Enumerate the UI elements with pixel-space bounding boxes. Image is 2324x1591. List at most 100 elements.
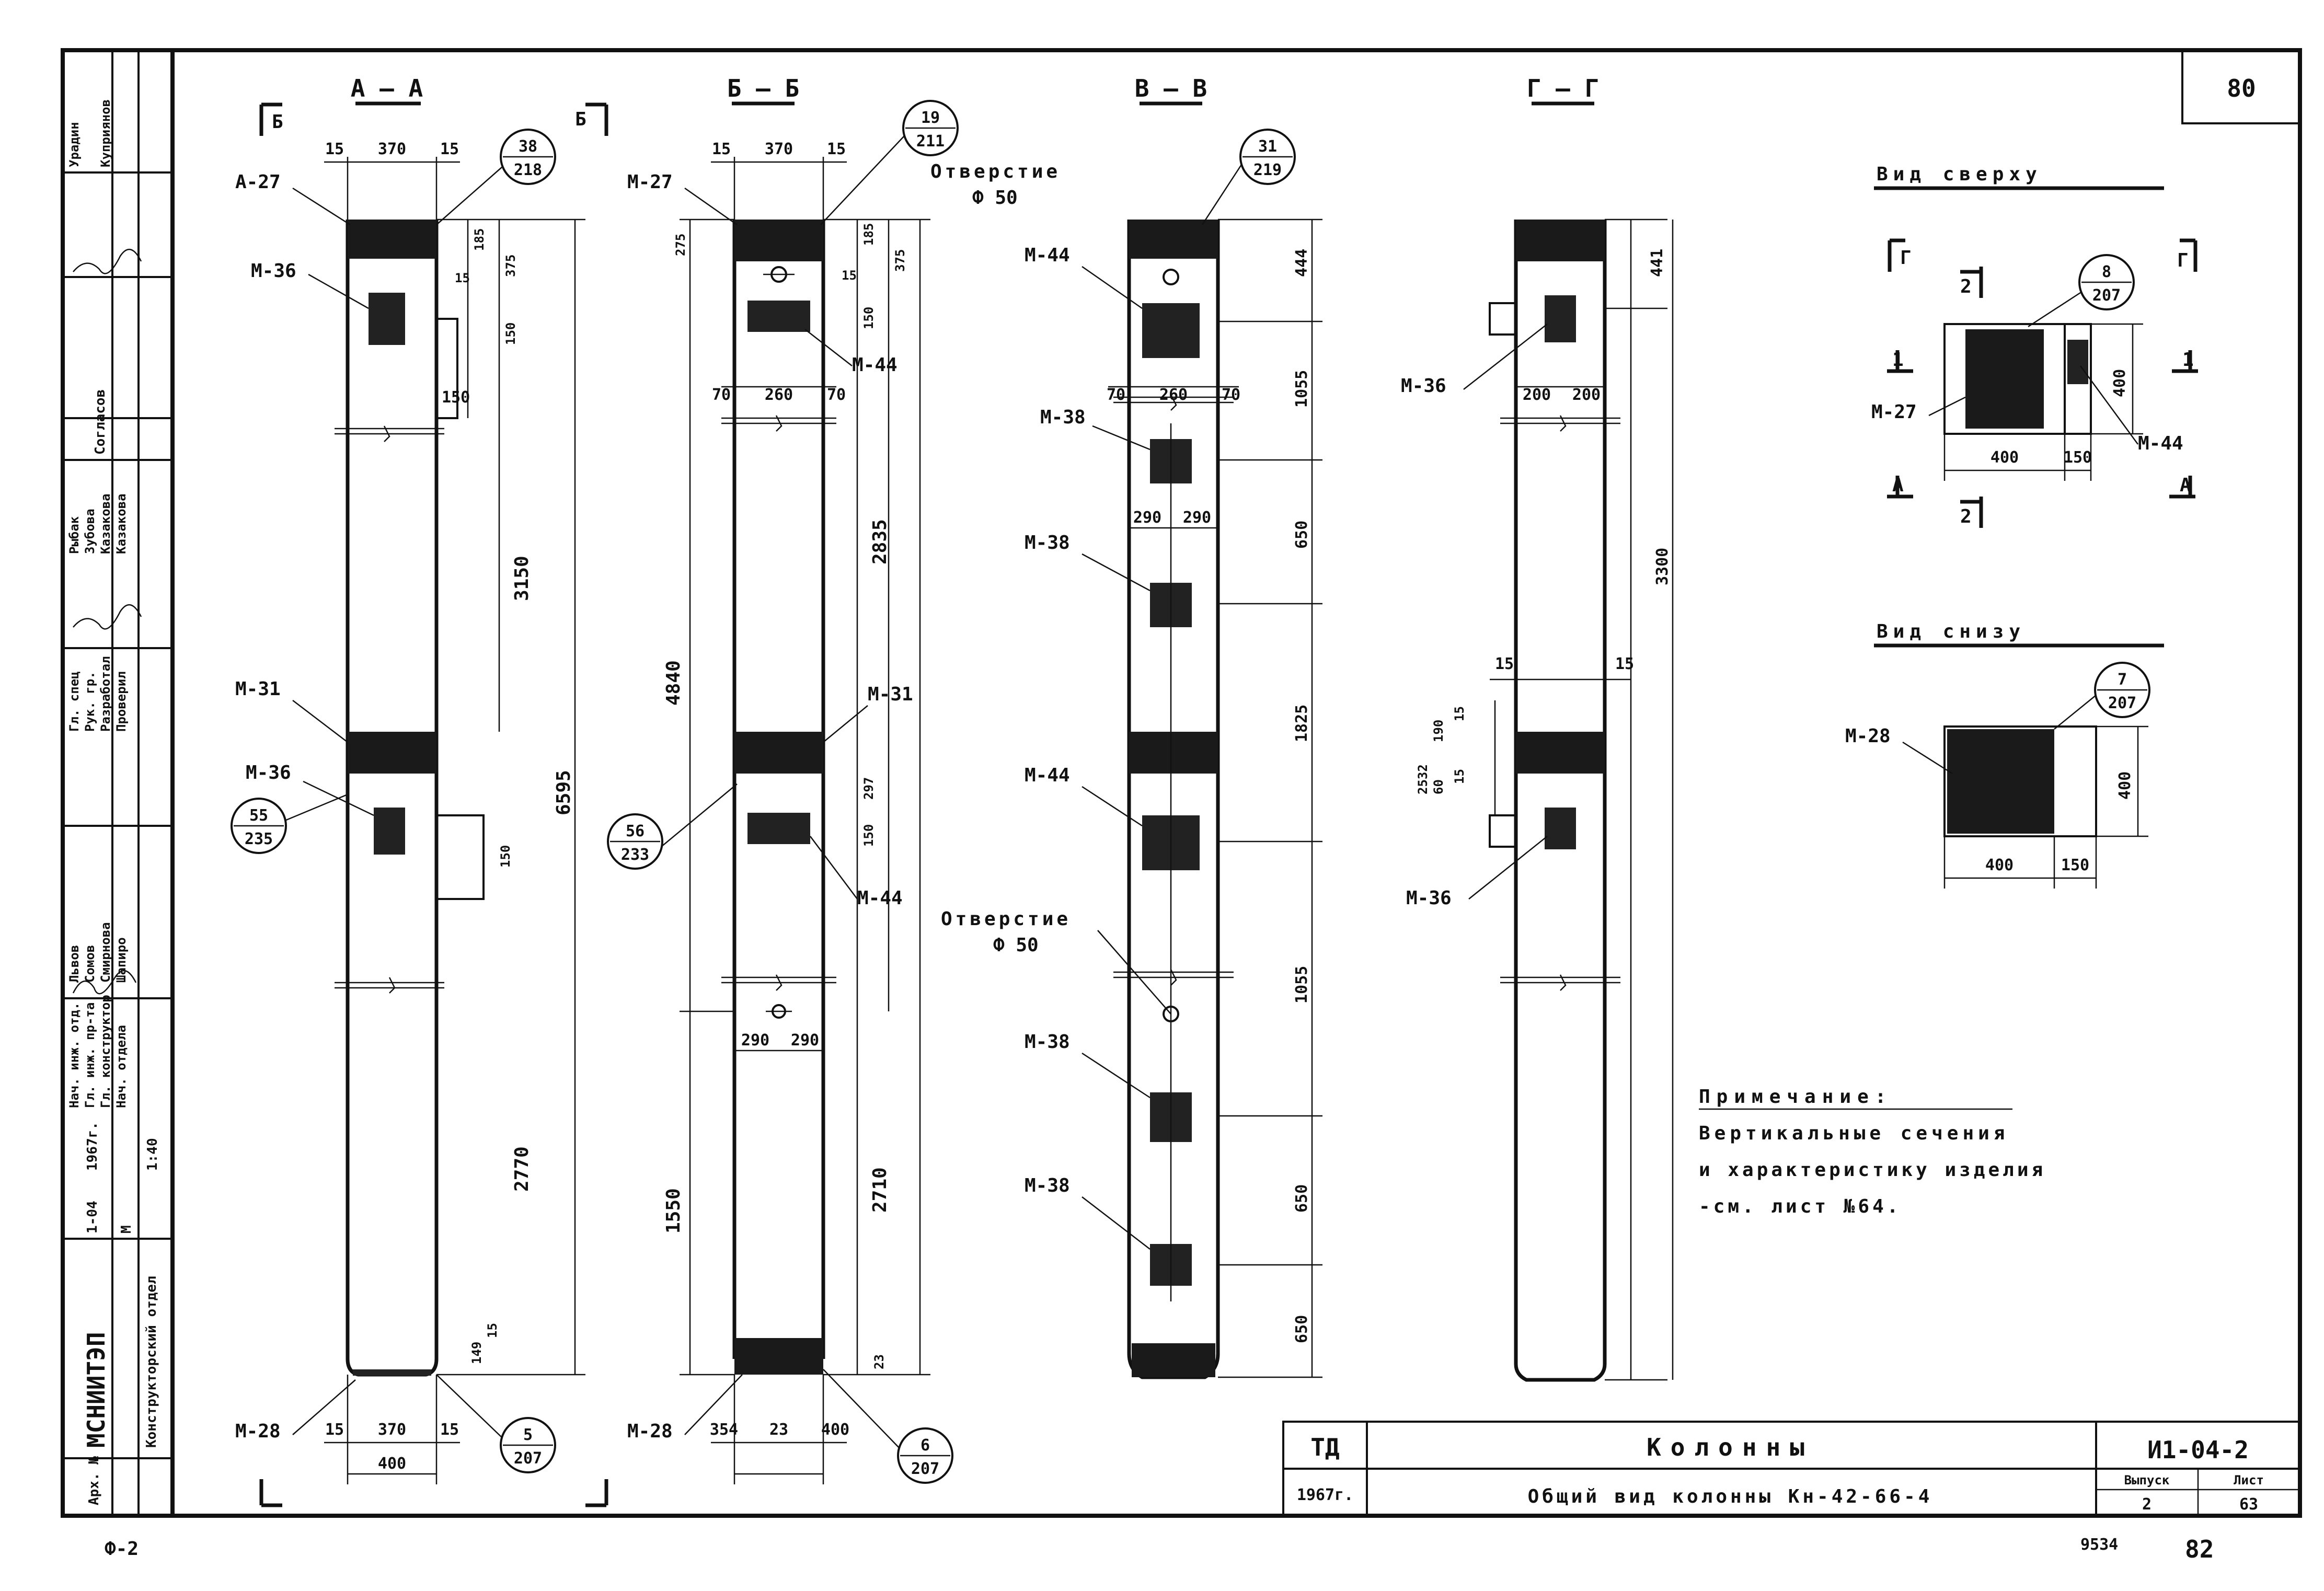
note-heading: Примечание: xyxy=(1699,1086,1892,1108)
section-vv-title: В — В xyxy=(1135,74,1207,102)
bb-callout-3-sheet: 207 xyxy=(911,1460,939,1478)
stamp-role-2: Гл. инж. пр-та xyxy=(83,1002,97,1108)
stamp-year: 1967г. xyxy=(85,1122,100,1171)
gg-label-2: М-36 xyxy=(1406,887,1452,909)
bb-dim-10: 260 xyxy=(765,386,793,404)
section-bb: Б — Б М-27 М-44 М-31 М-44 М-28 19 211 56… xyxy=(607,74,959,1484)
bb-dim-2: 370 xyxy=(765,140,793,158)
stamp-top-name-2: Куприянов xyxy=(98,99,113,167)
vv-label-5: М-38 xyxy=(1025,1031,1070,1053)
sheet-number-box xyxy=(2181,49,2301,124)
aa-dim-14: 15 xyxy=(485,1323,500,1338)
stamp-role-8: Проверил xyxy=(114,671,129,732)
bb-label-2: М-44 xyxy=(852,354,898,376)
view-top-arrow-g2: Г xyxy=(2177,250,2189,271)
aa-dim-18: 400 xyxy=(378,1455,406,1473)
view-bottom: Вид снизу М-28 400 150 400 7 207 xyxy=(1845,621,2164,889)
vv-dim-10: 1055 xyxy=(1293,966,1311,1004)
note: Примечание: Вертикальные сечения и харак… xyxy=(1699,1086,2043,1217)
vv-hole-label-2: Отверстие xyxy=(941,908,1071,930)
bracket-gg-mid xyxy=(1489,814,1516,848)
view-top-callout-sheet: 207 xyxy=(2092,286,2121,305)
gg-dim-1: 441 xyxy=(1648,249,1666,277)
bb-label-4: М-44 xyxy=(857,887,903,909)
bb-callout-1-sheet: 211 xyxy=(916,132,945,151)
bb-dim-11: 70 xyxy=(827,386,846,404)
aa-dim-11: 150 xyxy=(498,845,513,868)
stamp-name-5: Рыбак xyxy=(67,516,82,554)
bb-dim-13: 4840 xyxy=(663,660,684,706)
aa-label-4: М-36 xyxy=(246,762,291,783)
bb-dim-5: 185 xyxy=(861,223,876,246)
vv-label-6: М-38 xyxy=(1025,1175,1070,1196)
aa-dim-2: 370 xyxy=(378,140,406,158)
view-top-mark-2: 2 xyxy=(1960,506,1972,527)
aa-dim-5: 15 xyxy=(455,271,470,285)
bottom-right-page: 82 xyxy=(2185,1535,2214,1563)
aa-dim-17: 15 xyxy=(440,1421,459,1439)
signature xyxy=(73,248,142,274)
title-sheet-value: 63 xyxy=(2239,1495,2258,1514)
title-issue-label: Выпуск xyxy=(2124,1473,2170,1488)
section-vv: В — В Отверстие Ф 50 Отверстие Ф 50 М-44… xyxy=(930,74,1322,1379)
bb-dim-16: 290 xyxy=(741,1031,769,1050)
bb-label-5: М-28 xyxy=(627,1421,673,1442)
bb-callout-2-num: 56 xyxy=(626,822,645,840)
vv-dim-3: 70 xyxy=(1107,386,1125,404)
bottom-left-code: Ф-2 xyxy=(105,1538,139,1560)
vv-dim-5: 70 xyxy=(1222,386,1240,404)
view-top-dim-1: 400 xyxy=(1991,448,2019,467)
aa-dim-12: 2770 xyxy=(511,1146,533,1192)
stamp-org: МСНИИТЭП xyxy=(82,1332,110,1448)
title-code: И1-04-2 xyxy=(2147,1436,2249,1464)
view-bottom-callout-sheet: 207 xyxy=(2108,694,2136,712)
bb-dim-12: 2835 xyxy=(869,519,891,564)
section-aa: А — А Б Б А-27 М-36 М-31 М-36 М-28 xyxy=(231,74,608,1507)
gg-dim-2: 200 xyxy=(1523,386,1551,404)
aa-dim-7: 150 xyxy=(503,322,518,345)
stamp-role-4: Нач. отдела xyxy=(114,1025,129,1108)
title-main: Колонны xyxy=(1647,1433,1814,1461)
bracket-top xyxy=(435,318,458,419)
view-bottom-dim-1: 400 xyxy=(1985,856,2014,874)
title-td: ТД xyxy=(1310,1433,1339,1461)
stamp-name-6: Зубова xyxy=(83,509,97,554)
stamp-role-3: Гл. конструктор xyxy=(98,995,113,1108)
aa-callout-2-sheet: 235 xyxy=(245,830,273,848)
aa-dim-4: 185 xyxy=(472,228,487,251)
stamp-scale-value: 1:40 xyxy=(145,1138,160,1171)
vv-hole-dia-2: Ф 50 xyxy=(993,935,1039,956)
bb-dim-4: 275 xyxy=(673,234,688,256)
signature xyxy=(73,604,142,630)
gg-dim-8: 15 xyxy=(1452,706,1467,721)
vv-dim-6: 290 xyxy=(1133,509,1161,527)
bracket-gg-top xyxy=(1489,302,1516,336)
aa-dim-9: 3150 xyxy=(511,556,533,601)
aa-label-3: М-31 xyxy=(235,678,281,700)
bb-dim-14: 297 xyxy=(861,777,876,800)
stamp-series: 1-04 xyxy=(85,1201,100,1233)
gg-dim-3: 200 xyxy=(1572,386,1601,404)
stamp-scale-label: М xyxy=(119,1225,134,1233)
bb-dim-19: 1550 xyxy=(663,1188,684,1233)
aa-callout-1-num: 38 xyxy=(519,137,537,156)
stamp-name-2: Сомов xyxy=(83,945,97,983)
title-subtitle: Общий вид колонны Кн-42-66-4 xyxy=(1528,1486,1933,1507)
view-top-arrow-g: Г xyxy=(1900,247,1912,269)
vv-dim-12: 650 xyxy=(1293,1315,1311,1343)
section-aa-title: А — А xyxy=(351,74,423,102)
gg-dim-10: 60 xyxy=(1431,779,1446,794)
bb-callout-3-num: 6 xyxy=(921,1436,930,1455)
aa-dim-1: 15 xyxy=(325,140,344,158)
aa-callout-1-sheet: 218 xyxy=(514,161,542,179)
vv-dim-11: 650 xyxy=(1293,1184,1311,1213)
vv-hole-dia-1: Ф 50 xyxy=(972,187,1018,209)
signature xyxy=(72,970,137,995)
gg-dim-6: 15 xyxy=(1615,655,1634,673)
section-gg: Г — Г М-36 М-36 441 200 200 3300 15 15 1… xyxy=(1401,74,1674,1382)
bb-dim-20: 23 xyxy=(872,1354,887,1369)
aa-label-1: А-27 xyxy=(235,171,281,193)
view-top-dim-2: 150 xyxy=(2064,448,2092,467)
view-bottom-dim-2: 150 xyxy=(2061,856,2089,874)
bb-label-1: М-27 xyxy=(627,171,673,193)
